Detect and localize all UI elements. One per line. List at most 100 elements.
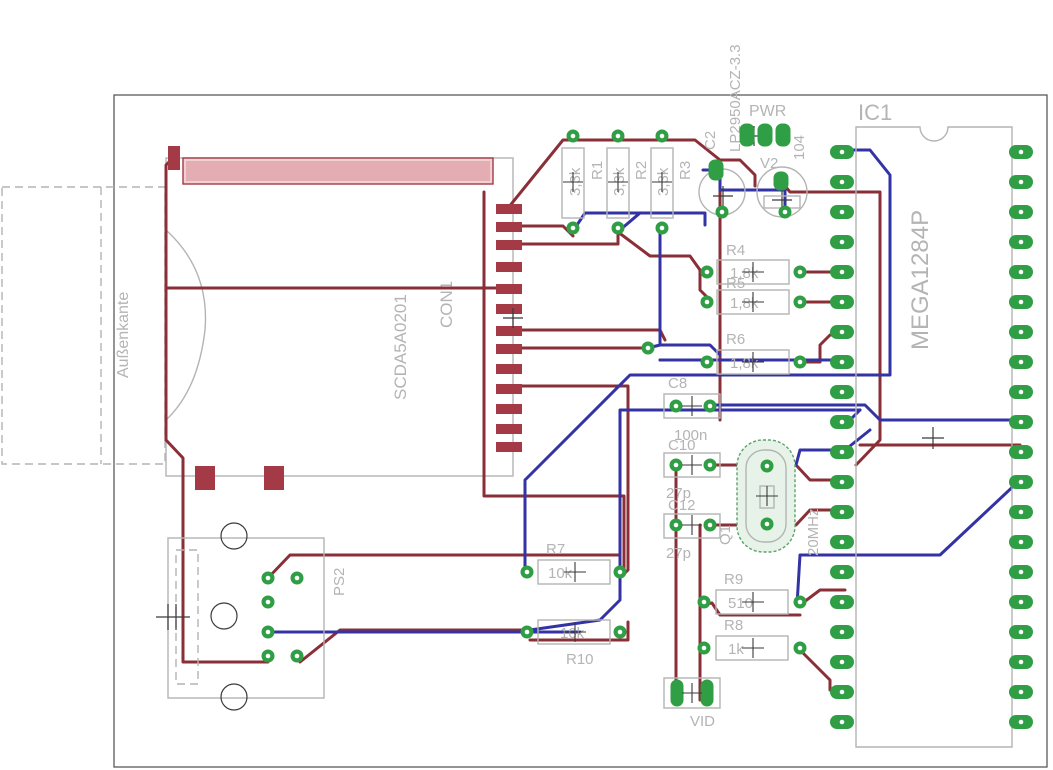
ic1-pad-hole (1018, 269, 1024, 275)
ic1-pad-hole (839, 659, 845, 665)
resistors-r4-r6 (716, 259, 790, 375)
ic1-pad-hole (1018, 479, 1024, 485)
ic1-pad-hole (839, 269, 845, 275)
ic1-part-label: MEGA1284P (907, 210, 934, 350)
ic1-pad-hole (1018, 719, 1024, 725)
c2-label: C2 (702, 131, 719, 150)
ic1-centre-mark (922, 427, 944, 449)
ic1-pad-hole (1018, 299, 1024, 305)
board-outline (113, 94, 1048, 768)
regulator-part-label: LP2950ACZ-3.3 (727, 44, 744, 152)
connector-name-label: CON1 (437, 281, 456, 328)
ic1-pad-hole (839, 569, 845, 575)
r2-label: R2 (633, 161, 650, 180)
ic1-pad-hole (1018, 329, 1024, 335)
outer-edge-label: Außenkante (115, 292, 132, 378)
ic1-pad-hole (1018, 359, 1024, 365)
ic1-pad-hole (839, 479, 845, 485)
connector-centre-mark (503, 308, 523, 328)
ic1-pad-hole (839, 539, 845, 545)
ic1-pad-hole (839, 389, 845, 395)
r5-value: 1,8k (730, 295, 759, 312)
ic1-pad-hole (1018, 419, 1024, 425)
r10-value: 10k (560, 625, 585, 642)
ps2-label: PS2 (331, 568, 348, 596)
ic1-pad-hole (839, 359, 845, 365)
component-centre-marks (563, 172, 778, 703)
r8-value: 1k (728, 641, 744, 658)
ic1-pad-hole (1018, 389, 1024, 395)
ic1-pad-hole (839, 179, 845, 185)
ic1-pad-hole (1018, 239, 1024, 245)
ic1-pad-hole (839, 239, 845, 245)
resistor-r3 (650, 147, 674, 219)
ic1-pad-hole (1018, 539, 1024, 545)
c8-label: C8 (668, 375, 687, 392)
r7-label: R7 (546, 541, 565, 558)
sd-connector-body (165, 157, 514, 477)
r4-label: R4 (726, 242, 745, 259)
ic1-pad-hole (1018, 599, 1024, 605)
ic1-pad-hole (1018, 179, 1024, 185)
resistors-r7-r10 (537, 559, 611, 645)
ic1-pad-hole (1018, 509, 1024, 515)
ic1-pad-hole (839, 299, 845, 305)
r6-label: R6 (726, 331, 745, 348)
ic1-pad-hole (839, 719, 845, 725)
ps2-centre-mark (156, 604, 190, 630)
resistors-r9-r8 (715, 589, 789, 661)
ic1-pads (830, 145, 1033, 729)
ic1-pad-hole (839, 689, 845, 695)
ic1-pad-hole (1018, 209, 1024, 215)
resistor-r2 (606, 147, 630, 219)
ic1-pad-hole (1018, 659, 1024, 665)
ps2-mount-holes (210, 522, 248, 711)
r7-value: 10k (548, 565, 573, 582)
vid-body (663, 677, 721, 709)
ic1-pad-hole (839, 449, 845, 455)
ic1-pad-hole (839, 509, 845, 515)
r8-label: R8 (724, 617, 743, 634)
sd-card-stripe (186, 161, 490, 181)
ic1-outline (855, 126, 1013, 748)
ic1-pad-hole (1018, 449, 1024, 455)
pad-holes (265, 133, 803, 659)
r5-label: R5 (726, 275, 745, 292)
pwr-label: PWR (749, 103, 786, 120)
resistor-r1 (561, 147, 585, 219)
ic1-pad-hole (839, 149, 845, 155)
ic1-pad-hole (839, 209, 845, 215)
ic1-pad-hole (839, 599, 845, 605)
r1-label: R1 (589, 161, 606, 180)
v2-label: V2 (760, 155, 778, 172)
vid-label: VID (690, 713, 715, 730)
ic1-pad-hole (839, 419, 845, 425)
r4-value: 1,8k (730, 265, 759, 282)
ps2-body (167, 537, 325, 699)
ic1-name-label: IC1 (858, 100, 892, 125)
q1-label: Q1 (717, 525, 734, 545)
ic1-pad-hole (1018, 569, 1024, 575)
cap104-label: 104 (791, 135, 808, 160)
ic1-pad-hole (839, 629, 845, 635)
ic1-pad-hole (1018, 629, 1024, 635)
r9-value: 510 (728, 595, 753, 612)
ic1-pad-hole (1018, 689, 1024, 695)
connector-part-label: SCDA5A0201 (391, 294, 410, 400)
r3-label: R3 (677, 161, 694, 180)
c12-label: C12 (668, 497, 696, 514)
r6-value: 1,8k (730, 355, 759, 372)
c8-value: 100n (674, 427, 707, 444)
sd-connector-pads (168, 146, 522, 490)
r9-label: R9 (724, 571, 743, 588)
ic1-pad-hole (1018, 149, 1024, 155)
outer-edge-box (1, 186, 166, 465)
c10-value: 27p (666, 485, 691, 502)
q1-value: 20MHz (805, 508, 822, 556)
capacitor-bodies (663, 393, 721, 539)
c10-label: C10 (668, 437, 696, 454)
ic1-pad-hole (839, 329, 845, 335)
c12-value: 27p (666, 545, 691, 562)
r10-label: R10 (566, 651, 594, 668)
